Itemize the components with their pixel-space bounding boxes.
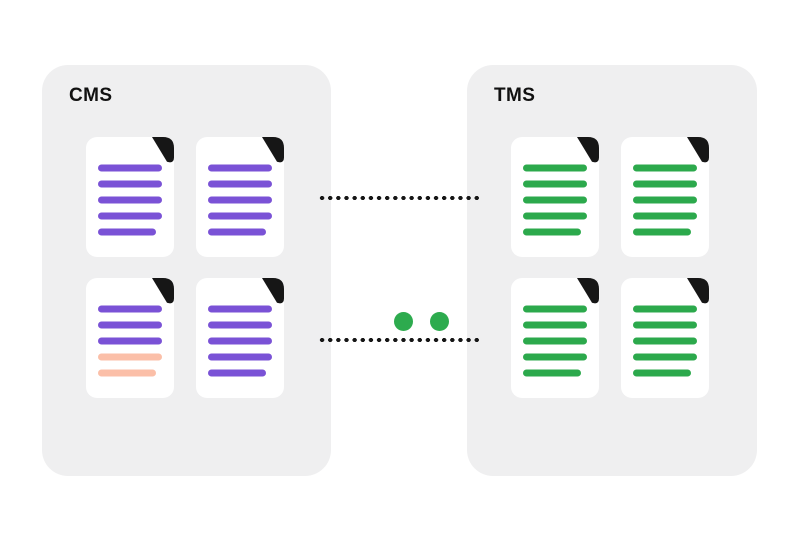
text-line-purple [98,337,162,345]
folded-corner-icon [152,137,174,163]
text-line-purple [208,305,272,313]
tms-panel: TMS [467,65,757,476]
text-line-purple [98,212,162,220]
progress-dot [394,312,413,331]
text-line-green [633,164,697,172]
document-icon [196,278,284,398]
text-line-green [523,228,581,236]
document-icon [621,278,709,398]
folded-corner-icon [687,278,709,304]
progress-dot [430,312,449,331]
folded-corner-icon [262,278,284,304]
document-icon [621,137,709,257]
document-icon [86,137,174,257]
cms-panel-title: CMS [69,85,113,106]
text-line-purple [208,180,272,188]
text-line-green [523,321,587,329]
text-line-green [633,321,697,329]
folded-corner-icon [577,137,599,163]
text-line-purple [208,212,272,220]
text-line-purple [208,228,266,236]
text-line-purple [98,321,162,329]
text-line-purple [98,305,162,313]
text-line-green [523,305,587,313]
tms-panel-title: TMS [494,85,536,106]
cms-panel: CMS [42,65,331,476]
document-icon [511,278,599,398]
document-icon [511,137,599,257]
text-line-green [633,180,697,188]
text-line-green [523,337,587,345]
sync-dotted-line-top [318,195,481,201]
text-line-purple [98,228,156,236]
text-line-green [523,212,587,220]
text-line-purple [208,196,272,204]
text-line-green [523,353,587,361]
folded-corner-icon [152,278,174,304]
text-line-green [633,337,697,345]
document-icon [196,137,284,257]
text-line-green [523,196,587,204]
tms-documents-grid [511,137,709,398]
cms-documents-grid [86,137,284,398]
text-line-purple [208,164,272,172]
text-line-purple [98,196,162,204]
folded-corner-icon [577,278,599,304]
text-line-green [633,353,697,361]
text-line-peach [98,353,162,361]
text-line-green [633,305,697,313]
text-line-green [523,369,581,377]
text-line-green [633,196,697,204]
text-line-purple [208,353,272,361]
text-line-purple [98,164,162,172]
text-line-green [633,369,691,377]
text-line-peach [98,369,156,377]
document-icon [86,278,174,398]
text-line-green [523,164,587,172]
text-line-green [633,212,697,220]
sync-dotted-line-bottom [318,337,481,343]
text-line-purple [208,369,266,377]
text-line-purple [208,321,272,329]
folded-corner-icon [262,137,284,163]
text-line-green [523,180,587,188]
text-line-green [633,228,691,236]
text-line-purple [98,180,162,188]
folded-corner-icon [687,137,709,163]
text-line-purple [208,337,272,345]
transfer-progress-dots [394,312,449,331]
